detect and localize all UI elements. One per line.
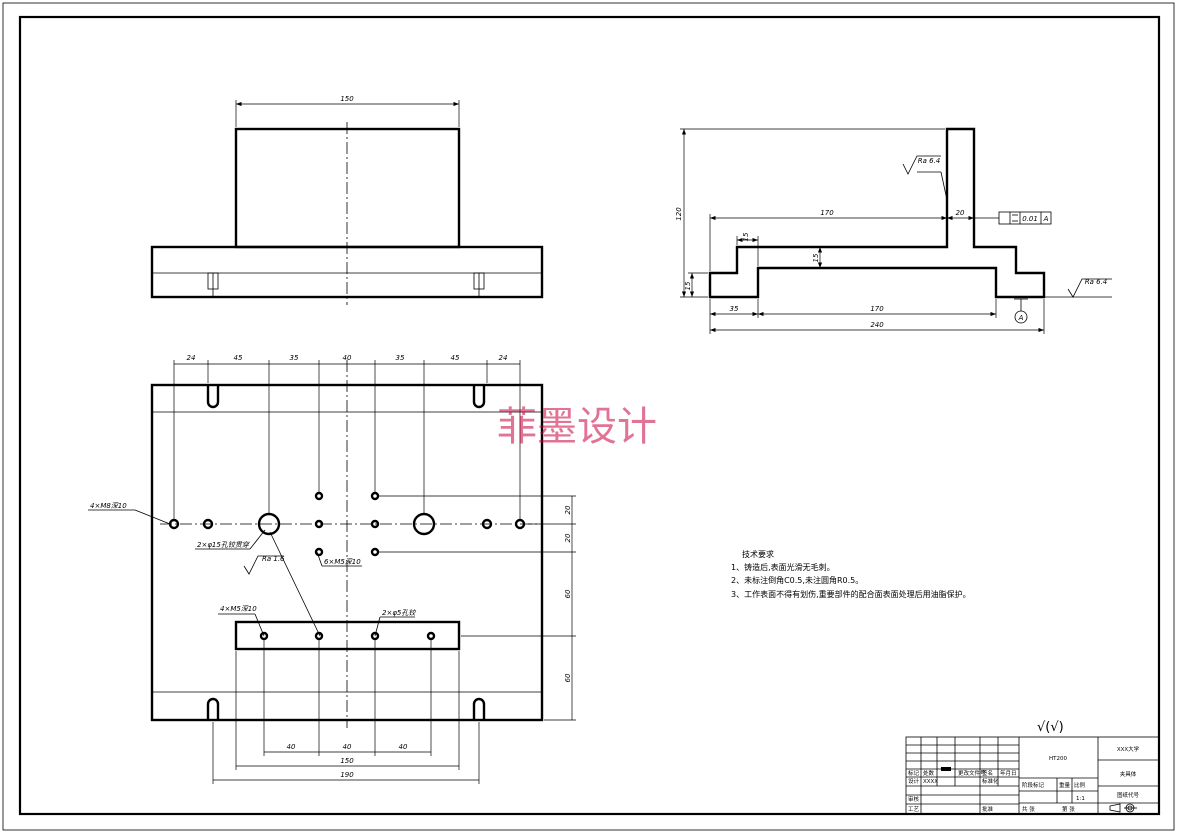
tb-approve-label: 批准 <box>982 805 994 813</box>
title-block: 标记 处数 更改文件号 签名 年月日 设计 XXXX 标准化 审核 工艺 批准 … <box>905 736 1160 815</box>
dim-right-2: 20 <box>564 533 572 542</box>
dim-190: 190 <box>340 771 354 779</box>
dim-bottom-3: 40 <box>399 743 408 751</box>
tb-std-label: 标准化 <box>982 777 999 785</box>
tb-label-count: 处数 <box>923 769 935 777</box>
dim-bottom-2: 40 <box>343 743 352 751</box>
tech-title: 技术要求 <box>742 549 774 559</box>
tb-scale: 1:1 <box>1076 796 1085 802</box>
tech-item-2: 2、未标注倒角C0.5,未注圆角R0.5。 <box>731 575 863 585</box>
tb-sheet-total: 共 张 <box>1022 805 1035 813</box>
front-view-upright <box>234 127 461 249</box>
ra-right: Ra 6.4 <box>1085 278 1108 286</box>
drawing-frame <box>18 15 1161 816</box>
plan-view: 24 45 35 40 35 45 24 20 20 60 60 40 40 4… <box>88 354 576 784</box>
side-view-profile <box>708 127 1046 299</box>
dim-top-3: 35 <box>290 354 299 362</box>
dim-20: 20 <box>956 209 965 217</box>
tb-designer-label: 设计 <box>908 777 920 785</box>
tb-check-label: 审核 <box>908 795 920 803</box>
gdt-value: 0.01 <box>1022 215 1038 223</box>
surface-symbol: √(√) <box>1037 720 1064 735</box>
dim-top-7: 24 <box>499 354 508 362</box>
plan-view-block <box>234 620 461 651</box>
datum-label: A <box>1018 314 1024 322</box>
tb-drawing-no: 图纸代号 <box>1117 791 1140 799</box>
dim-top-2: 45 <box>234 354 243 362</box>
tech-item-1: 1、铸造后,表面光滑无毛刺。 <box>731 562 835 572</box>
callout-ra16: Ra 1.6 <box>262 555 285 563</box>
dim-150-top: 150 <box>340 95 354 103</box>
tb-weight-label: 重量 <box>1059 781 1071 789</box>
tb-scale-label: 比例 <box>1074 781 1086 789</box>
gdt-frame <box>998 211 1052 225</box>
dim-35: 35 <box>730 305 739 313</box>
dim-right-3: 60 <box>564 589 572 598</box>
tb-label-change: 更改文件号 <box>958 769 986 777</box>
callout-m5-6: 6×M5深10 <box>324 558 361 566</box>
tb-material: HT200 <box>1049 756 1067 762</box>
callout-phi15: 2×φ15孔铰贯穿 <box>197 541 250 549</box>
tb-school: XXX大学 <box>1117 745 1140 753</box>
watermark-text: 菲墨设计 <box>497 404 657 450</box>
tb-part-name: 夹具体 <box>1120 770 1137 778</box>
tb-label-mark: 标记 <box>908 769 920 777</box>
projection-symbol-icon <box>1109 803 1137 813</box>
tb-sheet-no: 第 张 <box>1062 805 1075 813</box>
tb-designer-name: XXXX <box>923 779 938 785</box>
tech-item-3: 3、工作表面不得有划伤,重要部件的配合面表面处理后用油脂保护。 <box>731 589 971 599</box>
dim-150-bottom: 150 <box>340 757 354 765</box>
dim-top-1: 24 <box>187 354 196 362</box>
dim-120: 120 <box>675 207 683 221</box>
tech-requirements: 技术要求 1、铸造后,表面光滑无毛刺。 2、未标注倒角C0.5,未注圆角R0.5… <box>731 549 971 599</box>
dim-top-4: 40 <box>343 354 352 362</box>
tb-process-label: 工艺 <box>908 806 920 813</box>
tb-label-sign: 签名 <box>982 769 993 777</box>
dim-170-top: 170 <box>820 209 834 217</box>
dim-15-step: 15 <box>742 232 750 241</box>
dim-170-bottom: 170 <box>870 305 884 313</box>
dim-top-5: 35 <box>396 354 405 362</box>
ra-upright: Ra 6.4 <box>918 157 941 165</box>
tb-stage-label: 阶段标记 <box>1022 781 1045 789</box>
dim-right-1: 20 <box>564 505 572 514</box>
datum-a-icon <box>1014 310 1028 324</box>
dim-240: 240 <box>870 321 884 329</box>
gdt-datum: A <box>1043 215 1049 223</box>
callout-m5-4: 4×M5深10 <box>220 605 257 613</box>
dim-15-base: 15 <box>684 281 692 290</box>
dim-15-rise: 15 <box>812 253 820 262</box>
side-view: 120 15 170 20 15 15 35 170 240 Ra 6.4 <box>675 127 1112 334</box>
dim-bottom-1: 40 <box>287 743 296 751</box>
callout-phi5: 2×φ5孔铰 <box>382 609 416 617</box>
dim-top-6: 45 <box>451 354 460 362</box>
tb-label-date: 年月日 <box>1000 769 1017 777</box>
dim-right-4: 60 <box>564 673 572 682</box>
callout-m8: 4×M8深10 <box>90 502 127 510</box>
front-view: 150 <box>150 95 544 305</box>
